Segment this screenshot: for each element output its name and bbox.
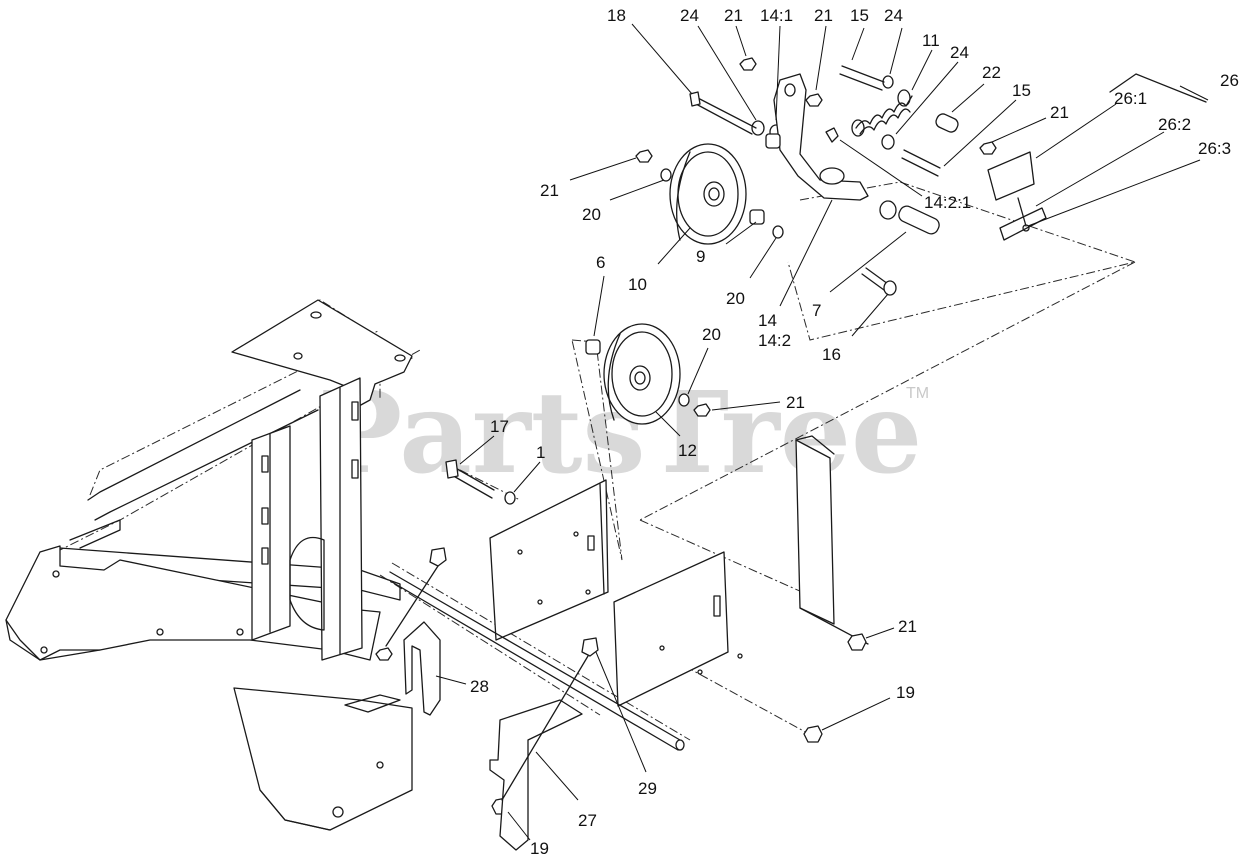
callout-21: 21 [814,6,833,25]
callout-24: 24 [680,6,699,25]
callout-21: 21 [786,393,805,412]
callout-14-2: 14:2 [758,331,791,350]
mount-plate-front [489,479,609,641]
callout-21: 21 [898,617,917,636]
callout-26-2: 26:2 [1158,115,1191,134]
callout-26: 26 [1220,71,1239,90]
callout-26-3: 26:3 [1198,139,1231,158]
idler-arm [765,73,869,201]
shaft-rod [389,571,685,751]
callout-14-1: 14:1 [760,6,793,25]
callout-11: 11 [922,31,940,50]
callout-17: 17 [490,417,509,436]
callout-19: 19 [530,839,549,858]
callout-20: 20 [702,325,721,344]
callout-24: 24 [884,6,903,25]
hardware [375,57,997,815]
callout-1: 1 [536,443,545,462]
phantom-lines [39,181,1137,741]
callout-7: 7 [812,301,821,320]
leader-lines [435,23,1209,841]
tension-spring [851,89,913,137]
pulley-lower [603,323,681,425]
callout-10: 10 [628,275,647,294]
mount-plate-rear [613,551,743,707]
callout-19: 19 [896,683,915,702]
bracket-assembly [987,73,1207,241]
callout-22: 22 [982,63,1001,82]
callout-21: 21 [724,6,743,25]
callout-21: 21 [1050,103,1069,122]
callout-28: 28 [470,677,489,696]
mower-frame [5,299,413,831]
callout-15: 15 [850,6,869,25]
callout-9: 9 [696,247,705,266]
callout-20: 20 [726,289,745,308]
lever-27 [489,637,599,851]
callout-15: 15 [1012,81,1031,100]
callout-26-1: 26:1 [1114,89,1147,108]
callout-14: 14 [758,311,777,330]
lever-28 [385,547,447,716]
callout-14-2-1: 14:2:1 [924,193,971,212]
callout-18: 18 [607,6,626,25]
callout-20: 20 [582,205,601,224]
callout-27: 27 [578,811,597,830]
callout-29: 29 [638,779,657,798]
callout-labels: 18 24 21 14:1 21 15 24 11 24 22 15 26 26… [470,6,1239,858]
vertical-bracket [795,435,869,645]
callout-16: 16 [822,345,841,364]
watermark-trademark: TM [906,385,929,402]
callout-24: 24 [950,43,969,62]
callout-6: 6 [596,253,605,272]
pulley-upper [669,143,747,245]
callout-12: 12 [678,441,697,460]
callout-21: 21 [540,181,559,200]
